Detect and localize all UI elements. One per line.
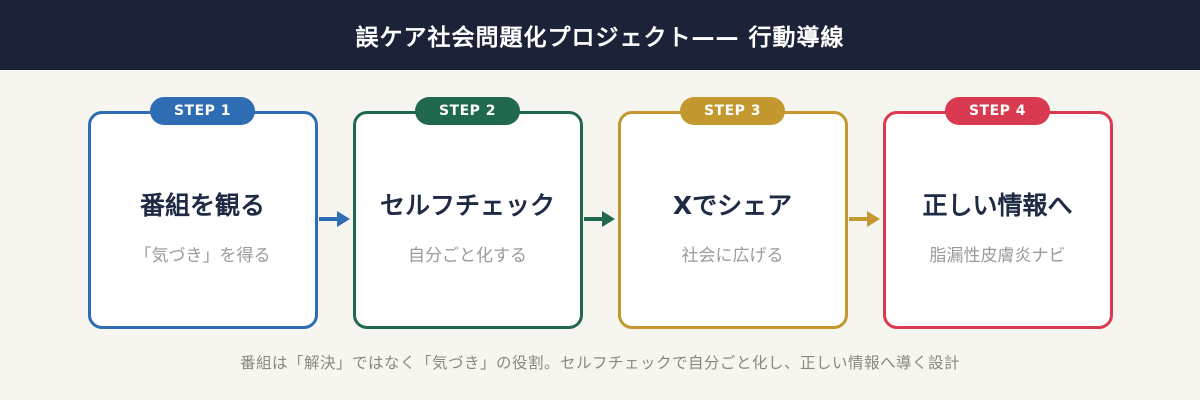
arrow-icon-step3-to-step4: [848, 97, 883, 329]
step-2-subtitle: 自分ごと化する: [408, 246, 527, 267]
step-3-card: Xでシェア 社会に広げる: [617, 111, 848, 329]
footer-note: 番組は「解決」ではなく「気づき」の役割。セルフチェックで自分ごと化し、正しい情報…: [239, 353, 960, 372]
step-card-1: STEP 1 番組を観る 「気づき」を得る: [87, 97, 318, 329]
step-2-card: セルフチェック 自分ごと化する: [352, 111, 583, 329]
step-card-3: STEP 3 Xでシェア 社会に広げる: [617, 97, 848, 329]
step-3-subtitle: 社会に広げる: [681, 246, 784, 267]
step-card-2: STEP 2 セルフチェック 自分ごと化する: [352, 97, 583, 329]
step-1-title: 番組を観る: [139, 190, 265, 220]
step-3-badge: STEP 3: [679, 97, 786, 125]
header-bar: 誤ケア社会問題化プロジェクト—— 行動導線: [0, 0, 1200, 70]
step-1-subtitle: 「気づき」を得る: [134, 246, 271, 267]
footer-area: 番組は「解決」ではなく「気づき」の役割。セルフチェックで自分ごと化し、正しい情報…: [0, 329, 1200, 400]
step-2-badge: STEP 2: [414, 97, 521, 125]
step-4-card: 正しい情報へ 脂漏性皮膚炎ナビ: [882, 111, 1113, 329]
page-title: 誤ケア社会問題化プロジェクト—— 行動導線: [355, 25, 845, 51]
step-1-card: 番組を観る 「気づき」を得る: [87, 111, 318, 329]
step-flow: STEP 1 番組を観る 「気づき」を得る STEP 2 セルフチェック 自分ご…: [0, 97, 1200, 329]
step-4-title: 正しい情報へ: [922, 190, 1073, 220]
step-4-subtitle: 脂漏性皮膚炎ナビ: [929, 246, 1066, 267]
arrow-icon-step1-to-step2: [318, 97, 353, 329]
step-card-4: STEP 4 正しい情報へ 脂漏性皮膚炎ナビ: [882, 97, 1113, 329]
step-4-badge: STEP 4: [944, 97, 1051, 125]
arrow-icon-step2-to-step3: [583, 97, 618, 329]
step-2-title: セルフチェック: [379, 190, 555, 220]
step-3-title: Xでシェア: [672, 190, 793, 220]
step-1-badge: STEP 1: [149, 97, 256, 125]
